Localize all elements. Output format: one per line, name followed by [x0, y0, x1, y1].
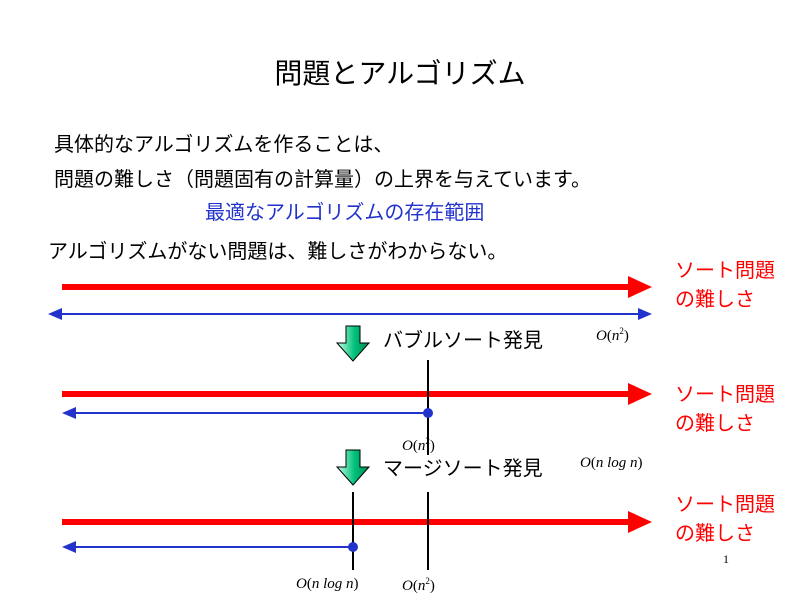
- row-1-label-line2: の難しさ: [675, 287, 755, 311]
- row-2-label-line1: ソート問題: [675, 382, 775, 406]
- row-2-label-line2: の難しさ: [675, 411, 755, 435]
- intro-line-1: 具体的なアルゴリズムを作ることは、: [54, 132, 394, 156]
- row-2-label: ソート問題 の難しさ: [675, 380, 775, 438]
- row-3-label-line1: ソート問題: [675, 492, 775, 516]
- range-arrowhead-left-1: [48, 308, 62, 320]
- page-number: 1: [723, 552, 729, 566]
- n2-marker-row-3: O(n2): [402, 576, 435, 594]
- merge-sort-label: マージソート発見: [383, 456, 543, 480]
- nlogn-marker-row-3: O(n log n): [296, 576, 359, 592]
- row-3-label-line2: の難しさ: [675, 521, 755, 545]
- hardness-arrowhead-3: [628, 511, 652, 533]
- bubble-sort-label: バブルソート発見: [383, 328, 543, 352]
- row-3: [62, 492, 652, 570]
- intro-line-2: 問題の難しさ（問題固有の計算量）の上界を与えています。: [54, 167, 591, 191]
- slide-title: 問題とアルゴリズム: [274, 57, 526, 90]
- no-algorithm-note: アルゴリズムがない問題は、難しさがわからない。: [48, 239, 508, 263]
- row-2: [62, 360, 652, 455]
- range-arrowhead-right-1: [638, 308, 652, 320]
- row-3-label: ソート問題 の難しさ: [675, 490, 775, 548]
- n2-marker-row-2: O(n2): [402, 436, 435, 454]
- upper-bound-dot-3: [348, 542, 358, 552]
- merge-sort-complexity: O(n log n): [580, 455, 643, 471]
- upper-bound-dot-2: [423, 408, 433, 418]
- optimal-range-heading: 最適なアルゴリズムの存在範囲: [205, 200, 485, 224]
- row-1-label: ソート問題 の難しさ: [675, 256, 775, 314]
- hardness-arrowhead-2: [628, 383, 652, 405]
- row-1: [48, 276, 652, 320]
- down-arrow-2: [335, 449, 371, 486]
- hardness-arrowhead-1: [628, 276, 652, 298]
- row-1-label-line1: ソート問題: [675, 258, 775, 282]
- down-arrow-1: [335, 325, 371, 362]
- range-arrowhead-3: [62, 541, 76, 553]
- bubble-sort-complexity: O(n2): [596, 326, 629, 344]
- range-arrowhead-2: [62, 407, 76, 419]
